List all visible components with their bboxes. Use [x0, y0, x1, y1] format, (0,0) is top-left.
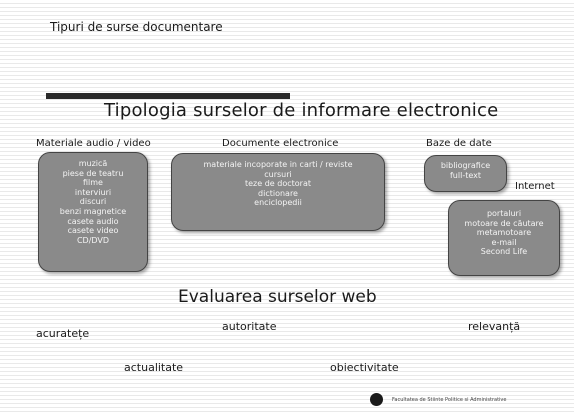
list-item: filme: [83, 178, 103, 188]
university-logo-icon: [370, 393, 383, 406]
list-item: cursuri: [264, 169, 292, 179]
list-item: benzi magnetice: [59, 206, 127, 216]
list-item: casete video: [67, 226, 119, 236]
category-documents: Documente electronice: [222, 138, 339, 149]
list-item: materiale incoporate in carti / reviste: [203, 160, 353, 169]
evaluation-title: Evaluarea surselor web: [178, 287, 377, 307]
list-item: muzică: [78, 159, 108, 168]
list-item: e-mail: [491, 237, 517, 247]
list-item: motoare de căutare: [464, 218, 544, 228]
databases-box: bibliografice full-text: [424, 155, 507, 192]
list-item: enciclopedii: [254, 198, 302, 208]
internet-box: portaluri motoare de căutare metamotoare…: [448, 200, 560, 276]
main-title: Tipologia surselor de informare electron…: [104, 100, 499, 121]
list-item: bibliografice: [440, 161, 491, 170]
title-rule: [46, 93, 290, 99]
criterion-accuracy: acuratețe: [36, 327, 90, 340]
category-internet: Internet: [515, 181, 555, 192]
criterion-relevance: relevanță: [468, 320, 521, 333]
list-item: teze de doctorat: [245, 179, 311, 189]
slide-top-title: Tipuri de surse documentare: [50, 20, 223, 34]
list-item: CD/DVD: [76, 235, 110, 245]
category-databases: Baze de date: [426, 138, 492, 149]
list-item: casete audio: [67, 216, 119, 226]
category-audio-video: Materiale audio / video: [36, 138, 151, 149]
footer-text: Facultatea de Stiinte Politice si Admini…: [392, 397, 507, 403]
documents-box: materiale incoporate in carti / reviste …: [171, 153, 385, 231]
list-item: piese de teatru: [62, 168, 124, 178]
list-item: Second Life: [480, 247, 528, 257]
criterion-currency: actualitate: [124, 361, 184, 374]
criterion-objectivity: obiectivitate: [330, 361, 399, 374]
list-item: portaluri: [486, 209, 522, 218]
list-item: discuri: [79, 197, 107, 207]
list-item: dictionare: [258, 188, 298, 198]
audio-video-box: muzică piese de teatru filme interviuri …: [38, 152, 148, 272]
list-item: full-text: [449, 170, 481, 180]
list-item: metamotoare: [476, 228, 532, 238]
list-item: interviuri: [74, 187, 112, 197]
criterion-authority: autoritate: [222, 320, 277, 333]
